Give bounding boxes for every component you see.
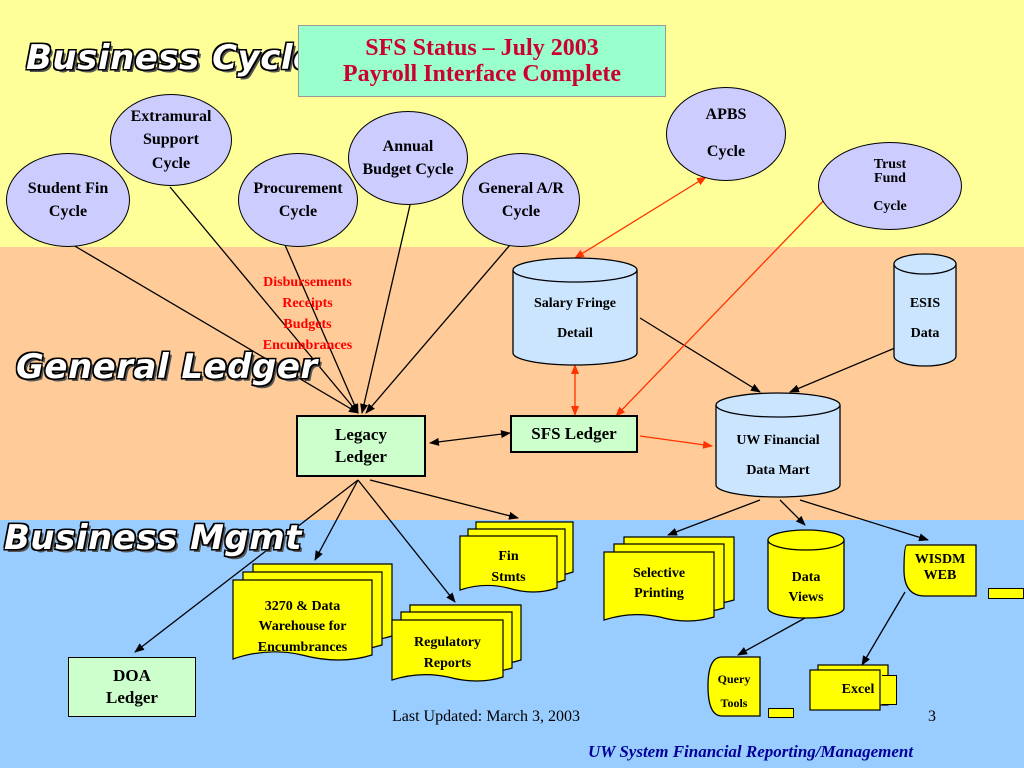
excel-label: Excel xyxy=(841,682,875,697)
connector-legacy-to-finstmts xyxy=(369,479,519,520)
transaction-item: Disbursements xyxy=(263,275,352,290)
salary-fringe-label-line1: Salary Fringe xyxy=(533,296,617,311)
connector-sfs-to-datamart xyxy=(639,435,713,449)
data-mart-label-line2: Data Mart xyxy=(746,463,810,478)
salary-fringe-label: Salary Fringe Detail xyxy=(513,297,637,341)
query-tools-label-line1: Query xyxy=(717,672,751,686)
data-mart-label: UW Financial Data Mart xyxy=(716,434,840,478)
esis-label-line1: ESIS xyxy=(909,296,941,311)
cycle-trust-fund: Trust Fund Cycle xyxy=(818,142,962,230)
esis-cylinder xyxy=(893,253,957,367)
connector-procurement-to-legacy xyxy=(284,244,359,414)
data-views-cylinder xyxy=(767,529,845,619)
title-line-2: Payroll Interface Complete xyxy=(342,61,622,87)
warehouse-document xyxy=(232,563,393,661)
transaction-item: Budgets xyxy=(283,317,332,332)
cycle-procurement-label: Procurement Cycle xyxy=(253,179,343,220)
cycle-general-ar-label: General A/R Cycle xyxy=(478,179,564,220)
selective-printing-document xyxy=(603,536,735,622)
query-tools-label: Query Tools xyxy=(708,673,760,709)
salary-fringe-label-line2: Detail xyxy=(557,326,593,341)
query-tools-stub xyxy=(768,708,794,718)
data-views-label: Data Views xyxy=(768,568,844,607)
cycle-annual-budget: Annual Budget Cycle xyxy=(348,111,468,205)
title-box: SFS Status – July 2003 Payroll Interface… xyxy=(298,25,666,97)
excel-document xyxy=(809,664,889,711)
connector-trust-to-sfs xyxy=(615,195,829,417)
cycle-annual-budget-label: Annual Budget Cycle xyxy=(362,137,454,178)
connector-legacy-to-regulatory xyxy=(357,479,456,603)
esis-label-line2: Data xyxy=(910,326,940,341)
last-updated-text: Last Updated: March 3, 2003 xyxy=(392,708,580,725)
section-label-business-mgmt: Business Mgmt xyxy=(4,518,302,558)
excel-stub xyxy=(882,675,897,705)
connector-student-to-legacy xyxy=(72,244,359,414)
cycle-apbs: APBS Cycle xyxy=(666,87,786,181)
general-ledger-band xyxy=(0,247,1024,521)
title-line-1: SFS Status – July 2003 xyxy=(365,34,599,61)
query-tools-label-line2: Tools xyxy=(720,696,748,710)
org-footer: UW System Financial Reporting/Management xyxy=(588,742,914,761)
transaction-item: Receipts xyxy=(282,296,333,311)
offscreen-connector-stub xyxy=(988,588,1024,599)
connector-extramural-to-legacy xyxy=(169,186,359,414)
section-label-business-cycles: Business Cycles xyxy=(26,38,338,78)
page-number: 3 xyxy=(928,708,936,725)
connector-wisdm-to-excel xyxy=(861,591,906,666)
cycle-extramural: Extramural Support Cycle xyxy=(110,94,232,186)
connector-legacy-to-warehouse xyxy=(314,479,359,561)
salary-fringe-cylinder xyxy=(512,257,638,366)
cycle-apbs-label: APBS Cycle xyxy=(705,106,747,161)
connector-datamart-to-dataviews xyxy=(779,499,806,526)
cycle-procurement: Procurement Cycle xyxy=(238,153,358,247)
cycle-student-fin-label: Student Fin Cycle xyxy=(27,179,109,220)
connector-salary-to-datamart xyxy=(639,317,761,393)
fin-stmts-label: Fin Stmts xyxy=(491,549,526,585)
data-mart-cylinder xyxy=(715,392,841,498)
connector-dataviews-to-query xyxy=(737,617,806,656)
query-tools-shape xyxy=(707,656,761,717)
wisdm-web-label: WISDM WEB xyxy=(914,552,966,584)
data-mart-label-line1: UW Financial xyxy=(736,433,820,448)
cycle-general-ar: General A/R Cycle xyxy=(462,153,580,247)
transaction-item: Encumbrances xyxy=(262,338,353,353)
transaction-types-list: Disbursements Receipts Budgets Encumbran… xyxy=(245,272,370,356)
connector-legacy-to-doa xyxy=(134,479,359,653)
data-views-label-line2: Views xyxy=(788,589,824,605)
connector-apbs-salary xyxy=(574,176,707,259)
connector-esis-to-datamart xyxy=(789,347,896,393)
connector-ar-to-legacy xyxy=(365,244,511,414)
cycle-trust-fund-label: Trust Fund Cycle xyxy=(873,157,907,214)
doa-ledger-box: DOA Ledger xyxy=(68,657,196,717)
cycle-student-fin: Student Fin Cycle xyxy=(6,153,130,247)
legacy-ledger-box: Legacy Ledger xyxy=(296,415,426,477)
data-views-label-line1: Data xyxy=(791,570,821,585)
sfs-ledger-box: SFS Ledger xyxy=(510,415,638,453)
cycle-extramural-label: Extramural Support Cycle xyxy=(130,108,212,172)
connector-datamart-to-wisdm xyxy=(799,499,929,542)
wisdm-display-shape xyxy=(903,544,977,597)
section-label-general-ledger: General Ledger xyxy=(16,347,318,387)
connector-datamart-to-selective xyxy=(667,499,761,536)
connector-budget-to-legacy xyxy=(360,204,411,414)
selective-printing-label: Selective Printing xyxy=(632,566,686,602)
fin-stmts-document xyxy=(459,521,574,593)
regulatory-document xyxy=(391,604,522,682)
warehouse-label: 3270 & Data Warehouse for Encumbrances xyxy=(257,599,348,655)
connector-legacy-sfs xyxy=(429,430,511,446)
esis-label: ESIS Data xyxy=(894,297,956,341)
regulatory-label: Regulatory Reports xyxy=(414,635,481,671)
